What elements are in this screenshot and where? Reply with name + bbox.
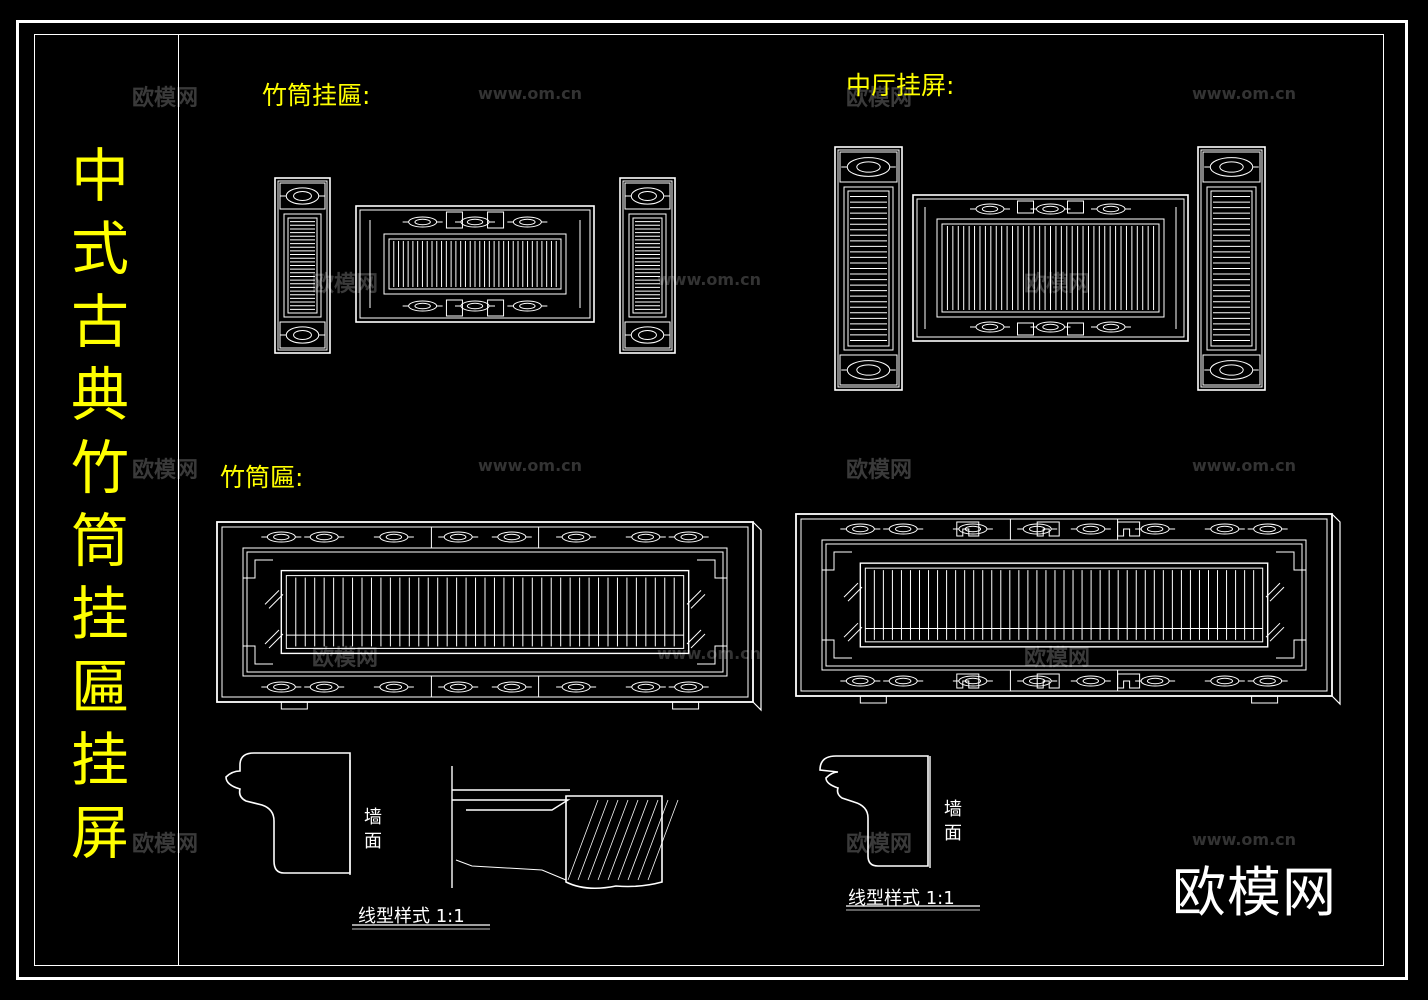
watermark-brand: 欧模网 <box>846 86 913 111</box>
watermark-brand: 欧模网 <box>1024 272 1091 297</box>
watermark-url: www.om.cn <box>1192 830 1297 849</box>
sheet-title: 中式古典竹筒挂匾挂屏 <box>70 142 129 867</box>
small-side-panel-right <box>619 177 676 354</box>
bamboo-plaque-left <box>216 521 762 712</box>
sheet-outer-border <box>16 20 1408 980</box>
watermark-brand: 欧模网 <box>312 646 379 671</box>
watermark-brand: 欧模网 <box>1024 646 1091 671</box>
watermark-brand: 欧模网 <box>846 832 913 857</box>
watermark-brand: 欧模网 <box>132 86 199 111</box>
watermark-brand: 欧模网 <box>132 458 199 483</box>
profile-section-left <box>225 752 351 875</box>
brand-logo: 欧模网 <box>1172 861 1337 924</box>
wall-label-left: 墙面 <box>364 807 382 852</box>
watermark-brand: 欧模网 <box>312 272 379 297</box>
watermark-url: www.om.cn <box>478 84 583 103</box>
profile-note-left: 线型样式 1:1 <box>358 906 465 927</box>
bamboo-plaque-right <box>795 513 1341 706</box>
title-column-divider <box>178 34 179 966</box>
small-center-panel <box>355 205 595 323</box>
profile-section-right <box>819 755 980 911</box>
label-bamboo-hanging-plaque: 竹筒挂匾: <box>262 81 371 110</box>
label-hall-hanging-screen: 中厅挂屏: <box>846 71 955 100</box>
profile-section-middle <box>352 766 679 930</box>
watermark-brand: 欧模网 <box>846 458 913 483</box>
profile-note-right: 线型样式 1:1 <box>848 888 955 909</box>
watermark-brand: 欧模网 <box>132 832 199 857</box>
watermark-url: www.om.cn <box>657 270 762 289</box>
sheet-inner-border <box>34 34 1384 966</box>
hall-side-panel-left <box>834 146 903 391</box>
watermark-url: www.om.cn <box>478 456 583 475</box>
small-side-panel-left <box>274 177 331 354</box>
watermark-url: www.om.cn <box>1192 84 1297 103</box>
wall-label-right: 墙面 <box>944 799 962 844</box>
hall-side-panel-right <box>1197 146 1266 391</box>
label-bamboo-plaque: 竹筒匾: <box>220 463 304 492</box>
watermark-url: www.om.cn <box>1192 456 1297 475</box>
hall-center-panel <box>912 194 1189 342</box>
